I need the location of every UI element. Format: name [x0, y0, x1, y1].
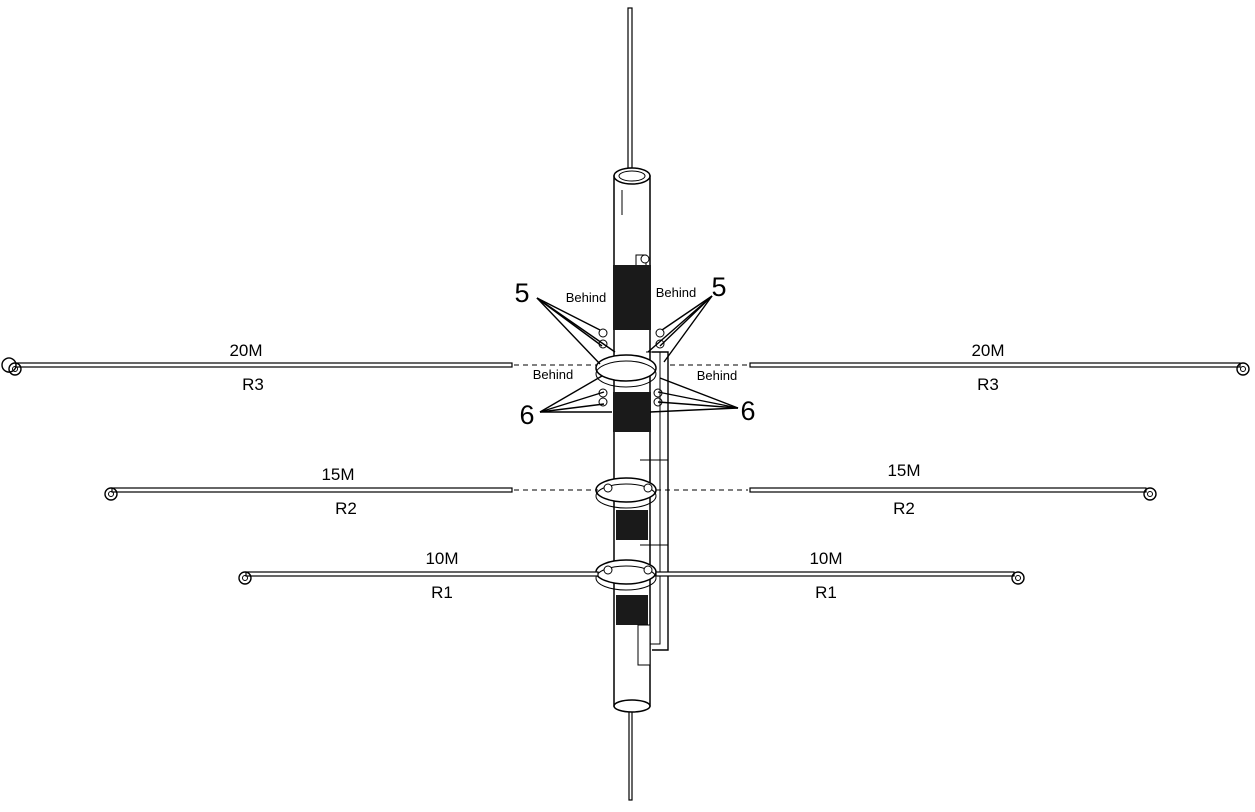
- insulator-sleeves: [613, 265, 651, 625]
- label-10m-right: 10M: [809, 549, 842, 568]
- label-behind-upper-left: Behind: [566, 290, 606, 305]
- label-15m-left: 15M: [321, 465, 354, 484]
- radial-10m-left: [238, 571, 599, 585]
- label-r3-left: R3: [242, 375, 264, 394]
- radial-20m-right: [670, 362, 1250, 376]
- label-r1-left: R1: [431, 583, 453, 602]
- label-15m-right: 15M: [887, 461, 920, 480]
- label-20m-left: 20M: [229, 341, 262, 360]
- hose-clamp: [635, 254, 650, 270]
- leaders-part-6-right: [649, 377, 739, 413]
- part-number-5-left: 5: [514, 278, 529, 308]
- label-behind-lower-left: Behind: [533, 367, 573, 382]
- label-r1-right: R1: [815, 583, 837, 602]
- leaders-part-6-left: [539, 375, 612, 413]
- label-10m-left: 10M: [425, 549, 458, 568]
- radial-15m-left: [104, 487, 598, 501]
- feed-bracket: [637, 351, 669, 666]
- radial-20m-left: [1, 357, 596, 376]
- part-number-6-right: 6: [740, 396, 755, 426]
- radial-15m-right: [656, 487, 1157, 501]
- label-20m-right: 20M: [971, 341, 1004, 360]
- label-r2-left: R2: [335, 499, 357, 518]
- label-behind-upper-right: Behind: [656, 285, 696, 300]
- label-r2-right: R2: [893, 499, 915, 518]
- leaders-part-5-left: [536, 297, 616, 365]
- part-number-6-left: 6: [519, 400, 534, 430]
- leaders-part-5-right: [647, 295, 713, 363]
- label-behind-lower-right: Behind: [697, 368, 737, 383]
- radial-10m-right: [655, 571, 1025, 585]
- label-r3-right: R3: [977, 375, 999, 394]
- part-number-5-right: 5: [711, 272, 726, 302]
